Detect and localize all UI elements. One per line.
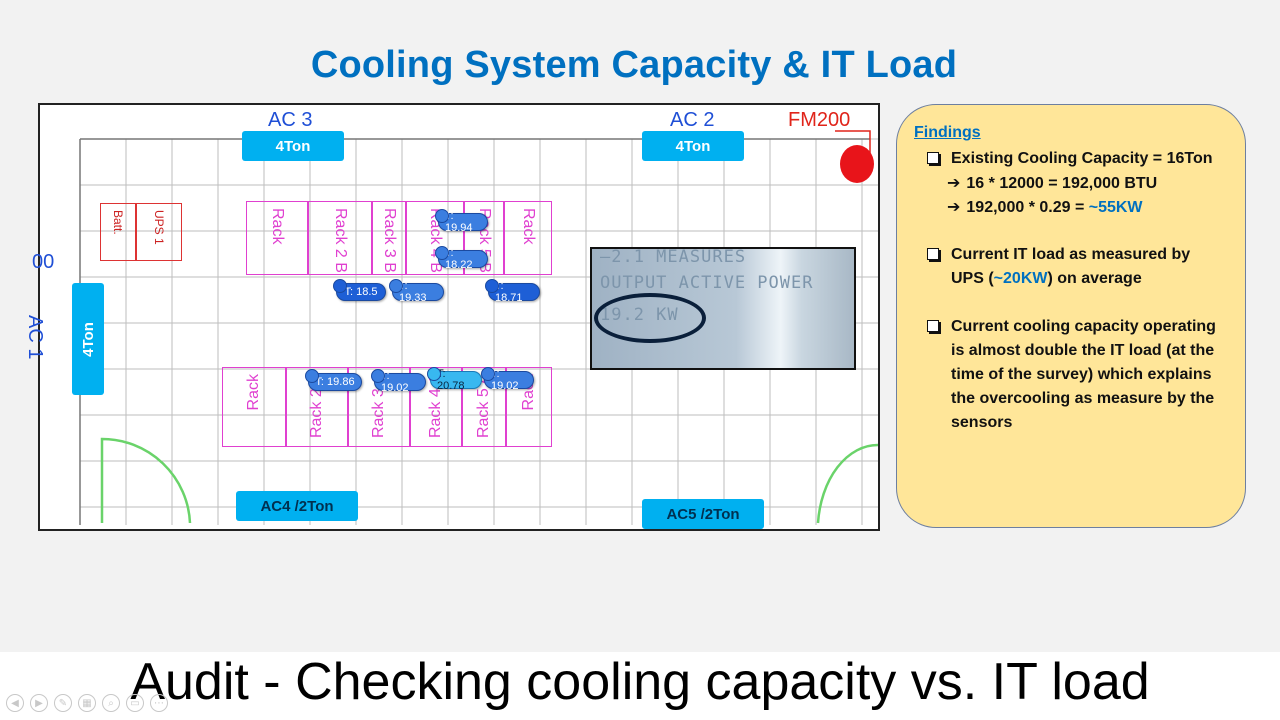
sensor-badge[interactable]: T: 19.86 (305, 369, 362, 391)
fm200-label: FM200 (788, 109, 851, 131)
slide-subtitle: Audit - Checking cooling capacity vs. IT… (130, 653, 1150, 711)
sensor-dot-icon (333, 279, 347, 293)
sensor-badge[interactable]: T: 18.71 (485, 279, 540, 304)
ac2-label: AC 2 (670, 109, 715, 131)
cooling-kw-value: ~55KW (1088, 199, 1143, 216)
sensor-badge[interactable]: T: 19.02 (481, 367, 534, 392)
rack-top-1: Rack (246, 201, 308, 275)
sensor-value: T: 19.02 (491, 368, 519, 392)
prev-slide-icon[interactable]: ◀ (6, 694, 24, 712)
finding-item-3: Current cooling capacity operating is al… (927, 315, 1227, 435)
finding-text: Current cooling capacity operating is al… (951, 318, 1216, 431)
finding-sub-text: 192,000 * 0.29 = (966, 199, 1089, 216)
ups-photo-line1: —2.1 MEASURES (600, 247, 747, 267)
finding-sub-text: 16 * 12000 = 192,000 BTU (966, 175, 1158, 192)
fm200-icon (840, 145, 874, 183)
subtitle-band (0, 652, 1280, 720)
sensor-dot-icon (427, 367, 441, 381)
sensor-value: T: 18.71 (495, 280, 523, 304)
rack-label: Rack (245, 374, 262, 411)
finding-text: Current IT load as measured by UPS (~20K… (951, 243, 1227, 291)
ac1-capacity: 4Ton (79, 321, 97, 357)
sensor-badge[interactable]: T: 19.94 (435, 209, 488, 234)
zoom-icon[interactable]: ⌕ (102, 694, 120, 712)
subtitles-icon[interactable]: ▭ (126, 694, 144, 712)
sensor-value: T: 18.5 (344, 286, 378, 298)
battery-box: Batt. (100, 203, 136, 261)
battery-label: Batt. (111, 210, 125, 235)
it-load-value: ~20KW (993, 270, 1048, 287)
sensor-badge[interactable]: T: 18.22 (435, 246, 488, 271)
slide-title: Cooling System Capacity & IT Load (310, 44, 958, 86)
highlight-ellipse (594, 293, 706, 343)
ac5-capacity-box: AC5 /2Ton (642, 499, 764, 529)
sensor-badge[interactable]: T: 19.33 (389, 279, 444, 304)
rack-bottom-2: Rack 2 A (286, 367, 348, 447)
sensor-dot-icon (371, 369, 385, 383)
ups-box: UPS 1 (136, 203, 182, 261)
ac5-label: AC5 /2Ton (666, 505, 740, 523)
floor-grid (79, 130, 879, 525)
ac1-label: AC 1 (24, 315, 46, 360)
rack-label: Rack 3 B (381, 208, 398, 273)
ac1-capacity-box: 4Ton (72, 283, 104, 395)
rack-label: Rack 2 B (332, 208, 349, 273)
ups-photo-line2: OUTPUT ACTIVE POWER (600, 273, 814, 293)
rack-top-6: Rack (504, 201, 552, 275)
findings-card: Findings Existing Cooling Capacity = 16T… (896, 104, 1246, 528)
sensor-value: T: 18.22 (445, 247, 473, 271)
ac4-capacity-box: AC4 /2Ton (236, 491, 358, 521)
sensor-value: T: 19.33 (399, 280, 427, 304)
ups-label: UPS 1 (152, 210, 166, 245)
rack-top-2: Rack 2 B (308, 201, 372, 275)
sensor-dot-icon (435, 209, 449, 223)
sensor-dot-icon (485, 279, 499, 293)
sensor-dot-icon (389, 279, 403, 293)
sensor-badge[interactable]: T: 18.5 (333, 279, 386, 301)
pen-icon[interactable]: ✎ (54, 694, 72, 712)
ups-display-photo: —2.1 MEASURES OUTPUT ACTIVE POWER 19.2 K… (590, 247, 856, 370)
edge-text: 00 (32, 251, 55, 273)
finding-text-prefix: Current IT load as measured by UPS ( (951, 246, 1191, 287)
finding-item-2: Current IT load as measured by UPS (~20K… (927, 243, 1227, 291)
sensor-value: T: 19.02 (381, 370, 409, 394)
sensor-dot-icon (305, 369, 319, 383)
ac3-capacity: 4Ton (275, 137, 311, 155)
finding-text: Existing Cooling Capacity = 16Ton (951, 150, 1213, 167)
checkbox-bullet-icon (927, 320, 939, 332)
rack-label: Rack (520, 208, 537, 245)
ac3-label: AC 3 (268, 109, 313, 131)
ac2-capacity-box: 4Ton (642, 131, 744, 161)
findings-heading[interactable]: Findings (914, 124, 981, 141)
sensor-value: T: 20.78 (437, 368, 465, 392)
arrow-right-icon: ➔ (947, 199, 961, 216)
ac3-capacity-box: 4Ton (242, 131, 344, 161)
finding-item-1: Existing Cooling Capacity = 16Ton (927, 147, 1227, 171)
ac2-capacity: 4Ton (675, 137, 711, 155)
sensor-badge[interactable]: T: 19.02 (371, 369, 426, 394)
slideshow-toolbar: ◀ ▶ ✎ ▦ ⌕ ▭ ⋯ (6, 694, 168, 712)
sensor-dot-icon (481, 367, 495, 381)
rack-top-3: Rack 3 B (372, 201, 406, 275)
rack-label: Rack (269, 208, 286, 245)
checkbox-bullet-icon (927, 248, 939, 260)
finding-sub-2: ➔ 192,000 * 0.29 = ~55KW (947, 197, 1143, 217)
rack-bottom-3: Rack 3 A (348, 367, 410, 447)
sensor-dot-icon (435, 246, 449, 260)
more-options-icon[interactable]: ⋯ (150, 694, 168, 712)
rack-bottom-6: Rack (506, 367, 552, 447)
ac4-label: AC4 /2Ton (260, 497, 334, 515)
sensor-badge[interactable]: T: 20.78 (427, 367, 482, 392)
rack-bottom-1: Rack (222, 367, 286, 447)
finding-sub-1: ➔ 16 * 12000 = 192,000 BTU (947, 173, 1157, 193)
next-slide-icon[interactable]: ▶ (30, 694, 48, 712)
finding-text-suffix: ) on average (1047, 270, 1142, 287)
slides-grid-icon[interactable]: ▦ (78, 694, 96, 712)
sensor-value: T: 19.86 (315, 376, 355, 388)
checkbox-bullet-icon (927, 152, 939, 164)
sensor-value: T: 19.94 (445, 210, 473, 234)
arrow-right-icon: ➔ (947, 175, 961, 192)
